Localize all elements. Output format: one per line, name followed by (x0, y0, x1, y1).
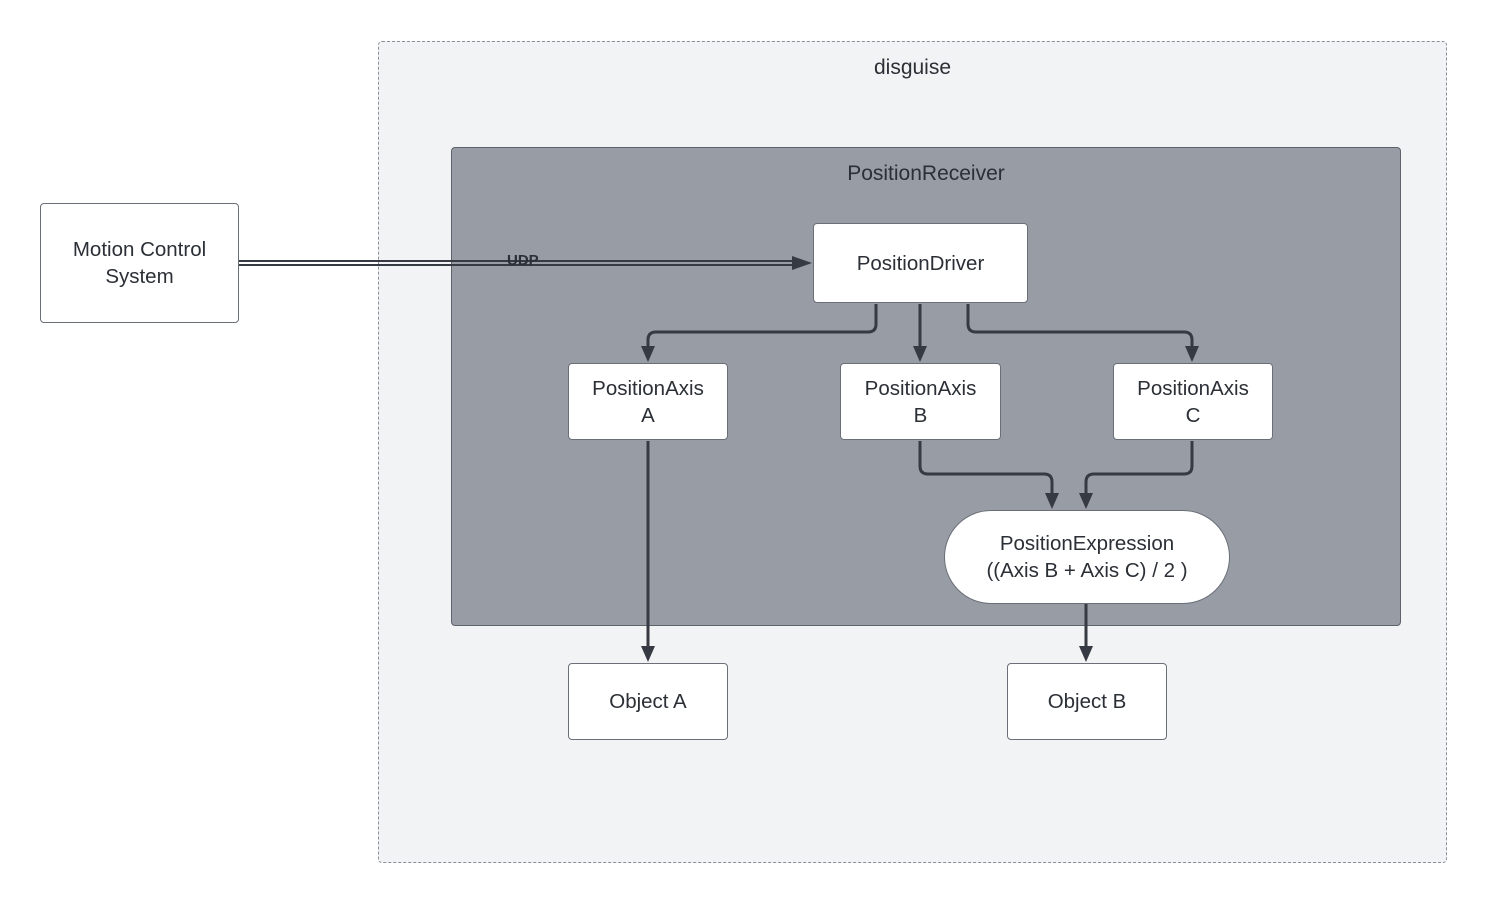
position-axis-c-node[interactable]: PositionAxis C (1113, 363, 1273, 440)
position-axis-a-node[interactable]: PositionAxis A (568, 363, 728, 440)
position-driver-node[interactable]: PositionDriver (813, 223, 1028, 303)
disguise-container-title: disguise (873, 56, 952, 79)
udp-edge-label: UDP (507, 252, 539, 269)
object-a-node[interactable]: Object A (568, 663, 728, 740)
position-receiver-title: PositionReceiver (847, 162, 1005, 185)
motion-control-system-node[interactable]: Motion Control System (40, 203, 239, 323)
position-expression-node[interactable]: PositionExpression ((Axis B + Axis C) / … (944, 510, 1230, 604)
position-axis-b-node[interactable]: PositionAxis B (840, 363, 1001, 440)
object-b-node[interactable]: Object B (1007, 663, 1167, 740)
